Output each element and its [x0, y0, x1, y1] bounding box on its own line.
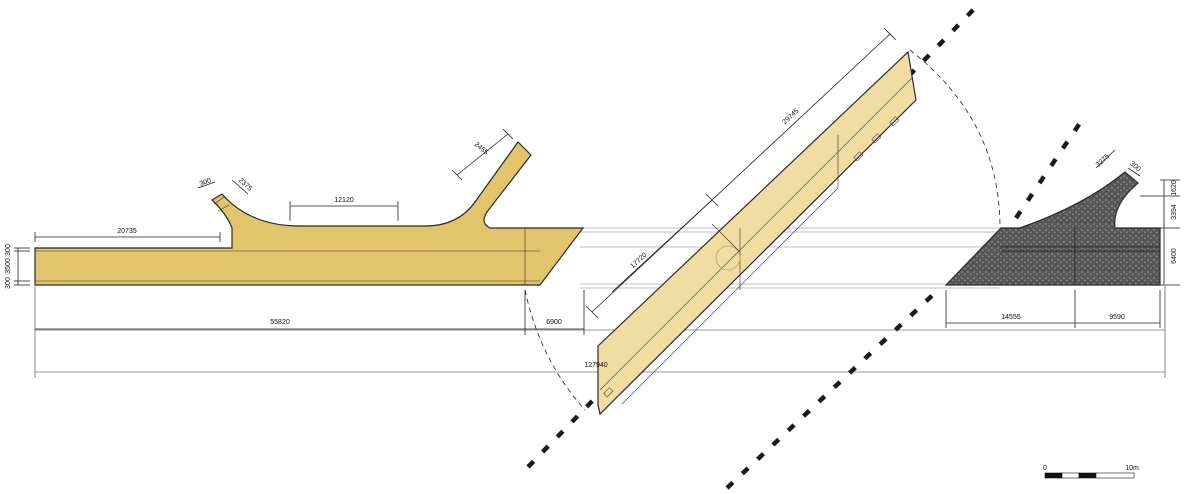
dim-right-tip-small: 300 [1128, 160, 1142, 173]
dim-right-base-a: 14555 [1001, 314, 1021, 321]
scale-bar-start: 0 [1043, 465, 1047, 472]
right-piece [944, 171, 1161, 286]
dim-right-h-mid: 3394 [1171, 204, 1178, 220]
dim-right-h-main: 6400 [1171, 248, 1178, 264]
dim-right-tip-width: 3275 [1095, 153, 1111, 169]
diagonal-path-lower [725, 288, 940, 490]
dim-left-h-mid: 3500 [5, 258, 12, 274]
dim-left-nose: 6900 [546, 319, 562, 326]
dim-left-branch-tip: 2455 [473, 141, 490, 156]
dim-mid-long: 29745 [781, 108, 800, 126]
dim-left-h-top: 300 [5, 244, 12, 256]
left-piece [34, 141, 585, 286]
rotation-arc-right [909, 49, 1001, 229]
diagonal-path-right [1014, 118, 1084, 220]
pivot-marker [715, 245, 741, 271]
dim-right-base-b: 9590 [1109, 314, 1125, 321]
dim-mid-total: 127940 [584, 362, 607, 369]
scale-bar: 0 10m [1043, 465, 1139, 479]
dim-left-h-bot: 300 [5, 277, 12, 289]
scale-bar-end: 10m [1125, 465, 1139, 472]
dim-left-top-span: 12120 [334, 197, 354, 204]
dim-left-arm: 20735 [117, 228, 137, 235]
left-piece-body [34, 141, 585, 286]
dim-left-branch-width: 2375 [237, 177, 253, 193]
dimension-lines [14, 27, 1180, 335]
dim-left-total: 55820 [270, 319, 290, 326]
dim-right-h-top: 1620 [1171, 180, 1178, 196]
rotation-arc-left [524, 289, 586, 411]
dim-left-tab: 300 [199, 177, 212, 188]
right-piece-body [944, 171, 1161, 286]
middle-piece [597, 50, 917, 416]
